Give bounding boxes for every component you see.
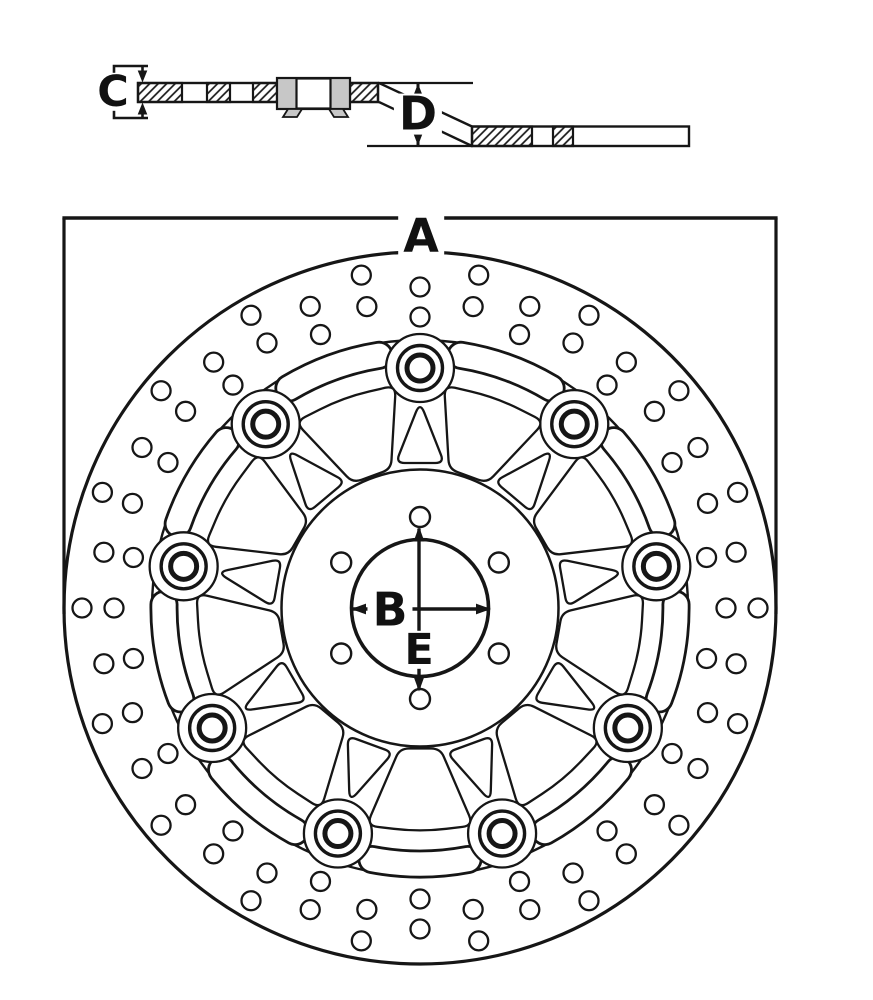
dim-label-a: A: [398, 213, 444, 258]
section-rivet: [275, 76, 352, 118]
band-drill-holes: [71, 264, 769, 952]
dim-label-b: B: [367, 587, 413, 632]
dim-label-d: D: [393, 91, 443, 136]
dim-label-c: C: [92, 70, 134, 114]
dim-label-e: E: [399, 628, 439, 672]
floating-bobbins: [159, 343, 681, 858]
bolt-holes: [329, 505, 511, 711]
floating-slots: [149, 340, 691, 879]
carrier-cutouts: [195, 386, 645, 832]
hub-circle: [280, 468, 560, 748]
